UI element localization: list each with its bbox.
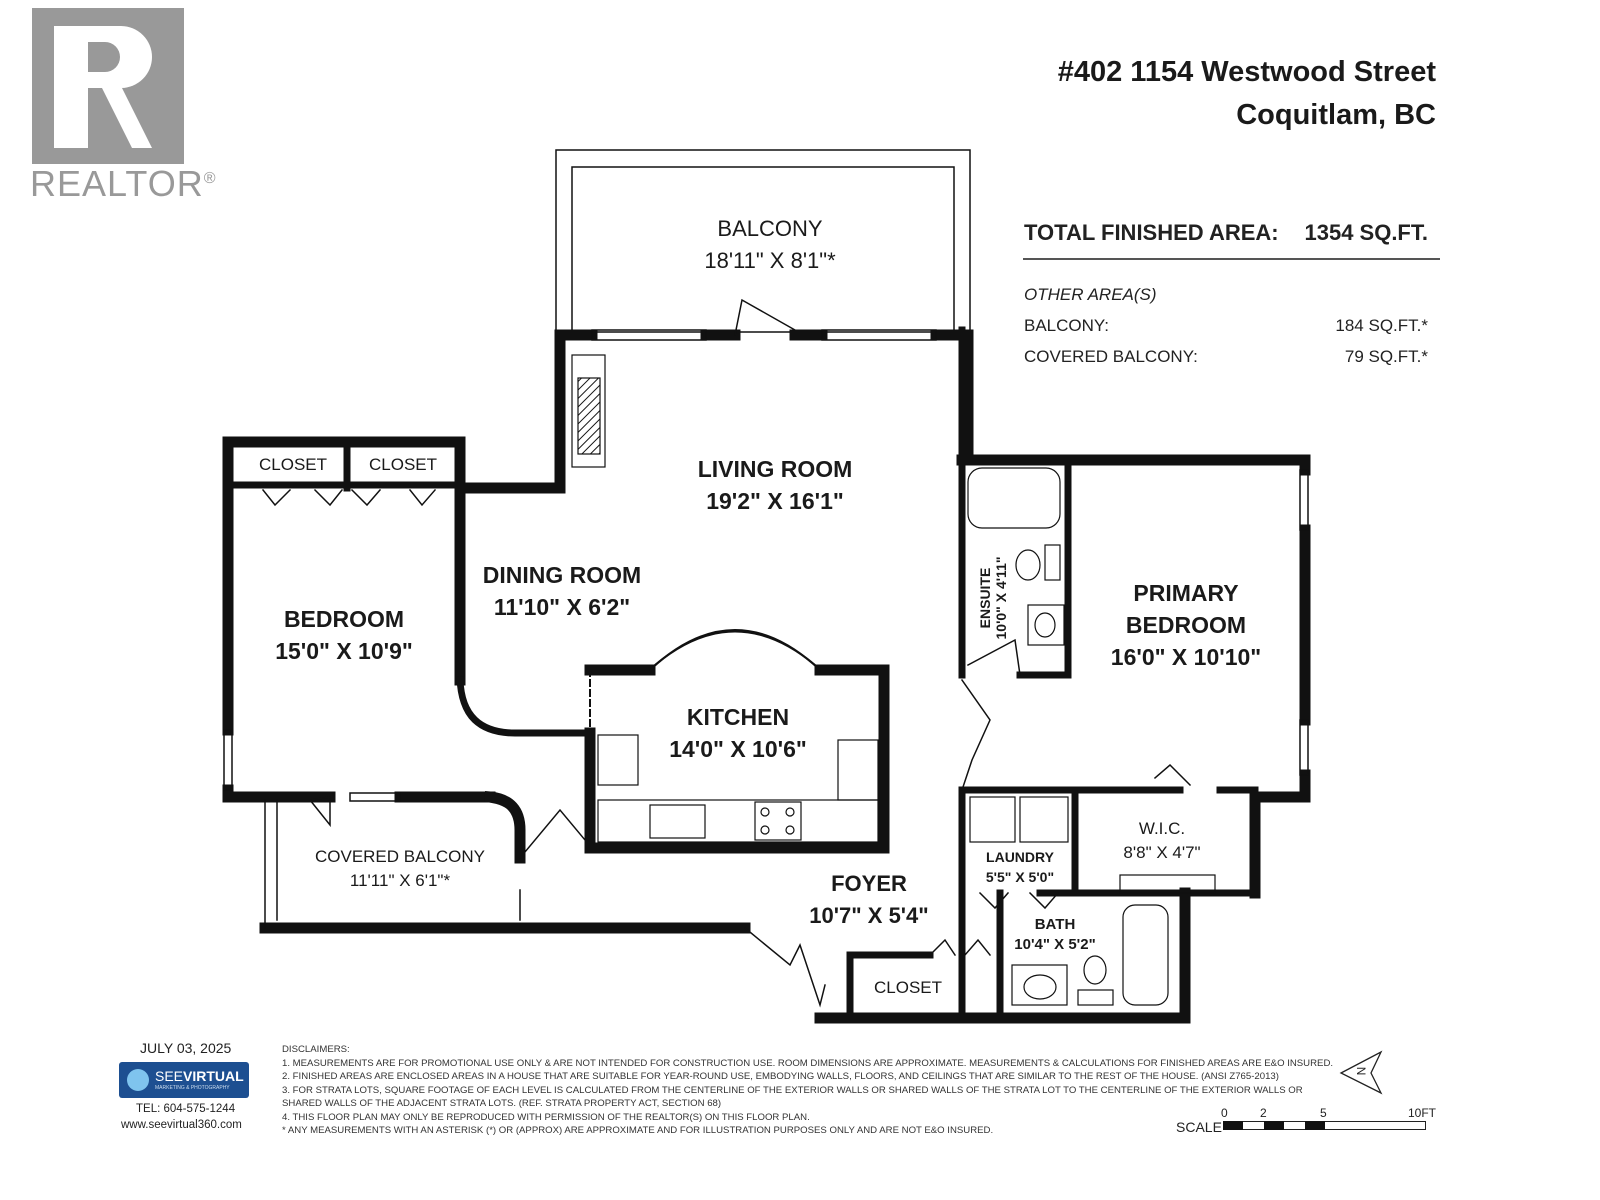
phone: TEL: 604-575-1244 bbox=[136, 1103, 236, 1115]
disclaimer-line: 3. FOR STRATA LOTS, SQUARE FOOTAGE OF EA… bbox=[282, 1084, 1303, 1096]
room-name: LAUNDRY bbox=[986, 849, 1054, 865]
room-wic: W.I.C. 8'8" X 4'7" bbox=[1123, 817, 1200, 865]
divider bbox=[1023, 258, 1440, 260]
balcony-outline bbox=[555, 149, 971, 333]
scale-label: SCALE bbox=[1176, 1119, 1222, 1135]
scale-tick: 10FT bbox=[1408, 1106, 1437, 1120]
address-line-2: Coquitlam, BC bbox=[1236, 99, 1436, 131]
scale-tick: 5 bbox=[1320, 1106, 1327, 1120]
disclaimer-line: 1. MEASUREMENTS ARE FOR PROMOTIONAL USE … bbox=[282, 1057, 1334, 1069]
disclaimers: DISCLAIMERS: 1. MEASUREMENTS ARE FOR PRO… bbox=[282, 1043, 1333, 1138]
room-name: DINING ROOM bbox=[482, 562, 642, 588]
north-label: N bbox=[1354, 1066, 1369, 1076]
room-laundry: LAUNDRY 5'5" X 5'0" bbox=[986, 847, 1054, 887]
room-dims: 18'11" X 8'1"* bbox=[704, 248, 836, 273]
room-name: KITCHEN bbox=[686, 704, 790, 730]
room-name: BEDROOM bbox=[283, 606, 405, 632]
scale-bar bbox=[1223, 1121, 1426, 1130]
windows bbox=[223, 329, 1309, 929]
room-name: W.I.C. bbox=[1138, 819, 1186, 838]
room-dims: 11'11" X 6'1"* bbox=[349, 871, 451, 890]
globe-icon bbox=[127, 1069, 149, 1091]
room-primary-bedroom: PRIMARY BEDROOM 16'0" X 10'10" bbox=[1111, 577, 1261, 673]
disclaimer-line: * ANY MEASUREMENTS WITH AN ASTERISK (*) … bbox=[282, 1125, 994, 1136]
room-closet: CLOSET bbox=[873, 978, 943, 997]
room-covered-balcony: COVERED BALCONY 11'11" X 6'1"* bbox=[315, 845, 485, 893]
scale-tick: 0 bbox=[1221, 1106, 1228, 1120]
north-arrow-icon bbox=[1339, 1050, 1383, 1095]
room-dims: 16'0" X 10'10" bbox=[1110, 644, 1262, 670]
seevirtual-logo: SEEVIRTUAL MARKETING & PHOTOGRAPHY bbox=[119, 1062, 249, 1098]
room-dims: 8'8" X 4'7" bbox=[1123, 843, 1201, 862]
room-dims: 15'0" X 10'9" bbox=[275, 638, 413, 664]
room-name: COVERED BALCONY bbox=[314, 847, 486, 866]
room-name: FOYER bbox=[831, 871, 907, 896]
logo-mark: ® bbox=[203, 170, 217, 187]
room-dims: 10'0" X 4'11" bbox=[993, 556, 1009, 640]
room-name: BEDROOM bbox=[1125, 612, 1247, 638]
fixtures bbox=[571, 354, 1216, 1006]
plan-date: JULY 03, 2025 bbox=[140, 1040, 232, 1056]
scale-tick: 2 bbox=[1260, 1106, 1267, 1120]
room-living: LIVING ROOM 19'2" X 16'1" bbox=[698, 453, 853, 517]
brand-name-bold: VIRTUAL bbox=[183, 1068, 244, 1084]
room-closet: CLOSET bbox=[368, 455, 438, 474]
room-dims: 11'10" X 6'2" bbox=[493, 594, 631, 620]
other-area-label: BALCONY: bbox=[1024, 316, 1110, 335]
brand-tagline: MARKETING & PHOTOGRAPHY bbox=[155, 1085, 230, 1091]
room-name: BALCONY bbox=[717, 216, 823, 241]
disclaimer-line: 2. FINISHED AREAS ARE ENCLOSED AREAS IN … bbox=[282, 1071, 1279, 1082]
exterior-walls bbox=[222, 329, 1311, 1024]
other-areas-label: OTHER AREA(S) bbox=[1024, 285, 1157, 304]
brand-name-light: SEE bbox=[155, 1068, 184, 1084]
realtor-wordmark: REALTOR® bbox=[30, 163, 217, 205]
other-area-value: 79 SQ.FT.* bbox=[1344, 347, 1428, 366]
room-dims: 19'2" X 16'1" bbox=[706, 488, 844, 514]
total-area-label: TOTAL FINISHED AREA: bbox=[1024, 220, 1279, 245]
total-area-row: TOTAL FINISHED AREA: 1354 SQ.FT. bbox=[1024, 220, 1428, 246]
doors bbox=[261, 298, 1192, 1008]
other-area-row: BALCONY: 184 SQ.FT.* bbox=[1024, 316, 1428, 336]
room-kitchen: KITCHEN 14'0" X 10'6" bbox=[669, 701, 807, 765]
disclaimer-line: DISCLAIMERS: bbox=[282, 1044, 350, 1055]
room-name: LIVING ROOM bbox=[697, 456, 853, 482]
address-line-1: #402 1154 Westwood Street bbox=[1057, 56, 1436, 88]
room-foyer: FOYER 10'7" X 5'4" bbox=[809, 868, 928, 932]
room-dining: DINING ROOM 11'10" X 6'2" bbox=[483, 559, 641, 623]
room-balcony: BALCONY 18'11" X 8'1"* bbox=[704, 213, 835, 277]
disclaimer-line: 4. THIS FLOOR PLAN MAY ONLY BE REPRODUCE… bbox=[282, 1111, 810, 1123]
disclaimer-line: SHARED WALLS OF THE ADJACENT STRATA LOTS… bbox=[282, 1098, 722, 1109]
room-bath: BATH 10'4" X 5'2" bbox=[1014, 915, 1095, 955]
realtor-logo bbox=[32, 8, 184, 164]
other-area-value: 184 SQ.FT.* bbox=[1335, 316, 1428, 335]
website-link[interactable]: www.seevirtual360.com bbox=[121, 1119, 242, 1131]
room-name: ENSUITE bbox=[977, 567, 993, 629]
logo-text: REALTOR bbox=[30, 163, 204, 204]
room-dims: 5'5" X 5'0" bbox=[985, 869, 1055, 885]
room-dims: 10'4" X 5'2" bbox=[1014, 936, 1096, 953]
interior-walls bbox=[224, 326, 1259, 1022]
room-name: PRIMARY bbox=[1133, 580, 1239, 606]
kitchen-arch bbox=[589, 629, 885, 734]
total-area-value: 1354 SQ.FT. bbox=[1304, 220, 1428, 245]
other-area-label: COVERED BALCONY: bbox=[1024, 347, 1198, 366]
other-area-row: COVERED BALCONY: 79 SQ.FT.* bbox=[1024, 347, 1428, 367]
room-name: BATH bbox=[1034, 916, 1076, 933]
room-dims: 14'0" X 10'6" bbox=[669, 736, 807, 762]
room-closet: CLOSET bbox=[258, 455, 328, 474]
room-bedroom: BEDROOM 15'0" X 10'9" bbox=[275, 603, 413, 667]
room-dims: 10'7" X 5'4" bbox=[809, 903, 929, 928]
